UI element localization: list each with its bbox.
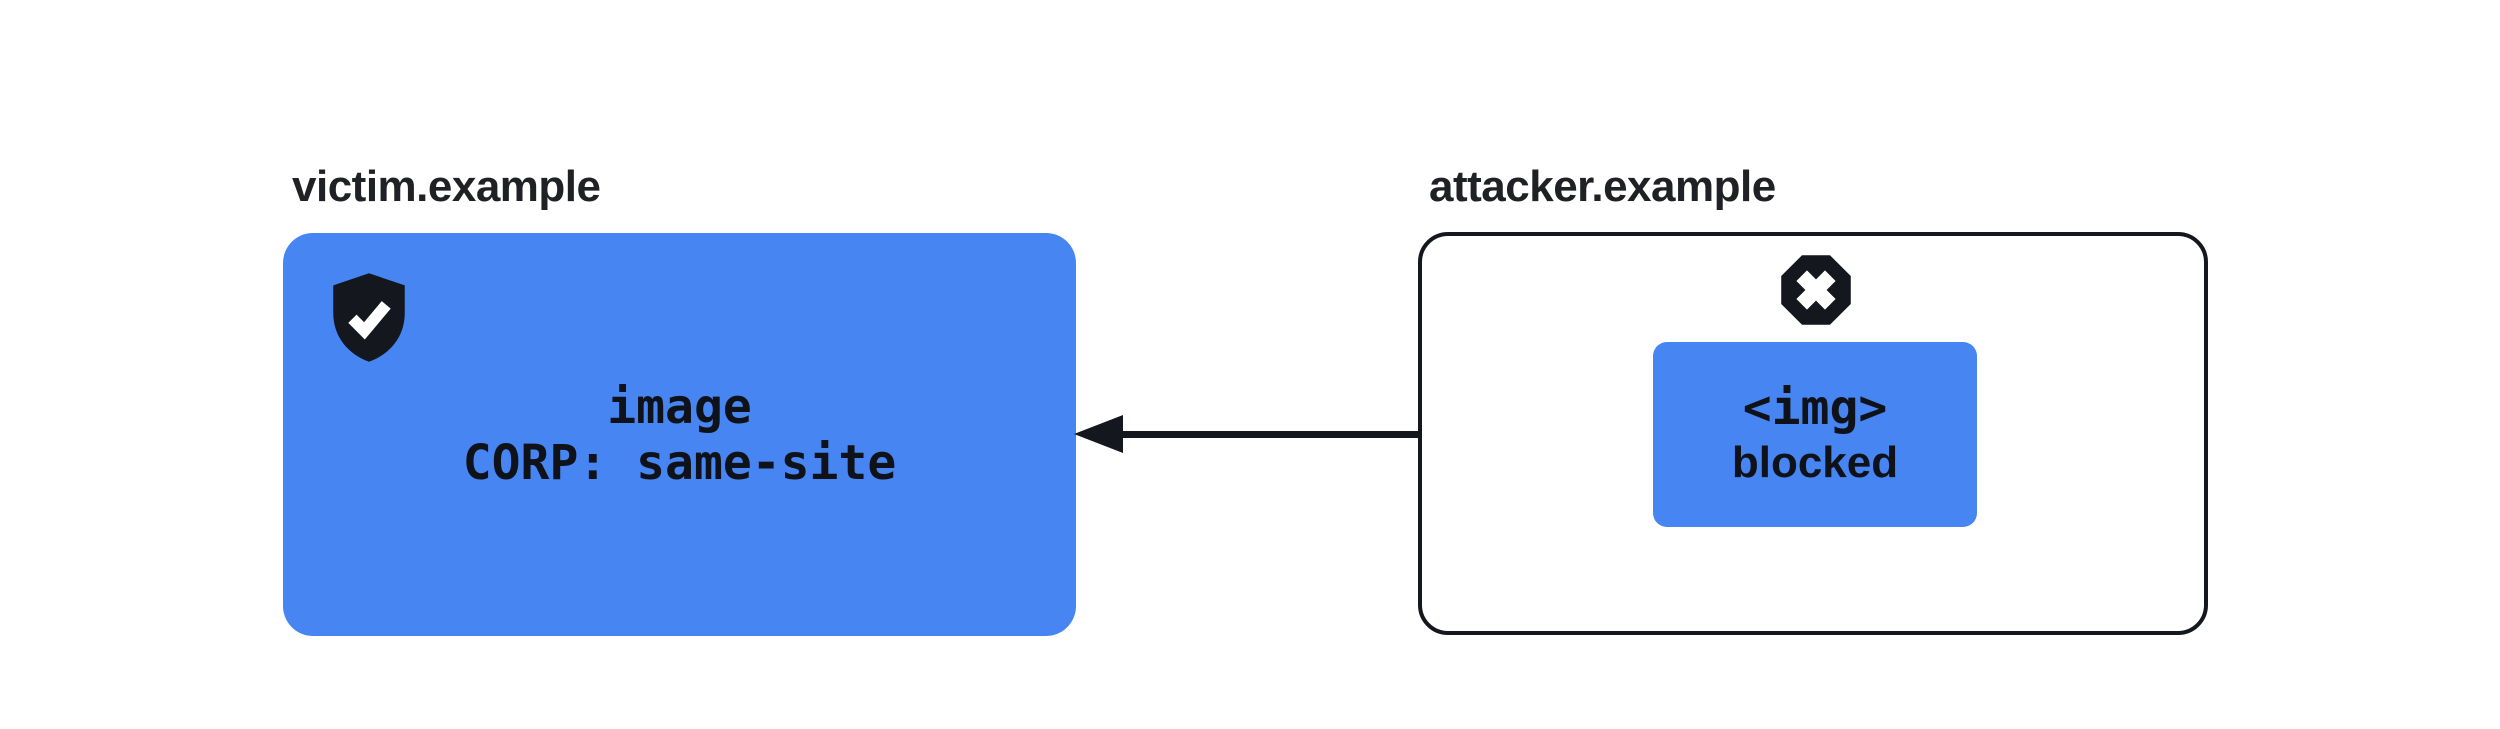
victim-corp-header: CORP: same-site <box>462 434 897 491</box>
shield-check-icon <box>330 272 408 363</box>
blocked-x-octagon-icon <box>1777 251 1855 329</box>
blocked-request-tag: <img> <box>1742 379 1888 436</box>
request-arrow-head <box>1074 415 1123 453</box>
victim-domain-label: victim.example <box>292 162 601 211</box>
blocked-request-status: blocked <box>1731 437 1899 487</box>
request-arrow-shaft <box>1118 431 1653 438</box>
blocked-request-box: <img> blocked <box>1653 342 1977 527</box>
attacker-domain-label: attacker.example <box>1429 162 1776 211</box>
victim-resource-box: image CORP: same-site <box>283 233 1076 636</box>
victim-resource-type: image <box>607 378 752 435</box>
